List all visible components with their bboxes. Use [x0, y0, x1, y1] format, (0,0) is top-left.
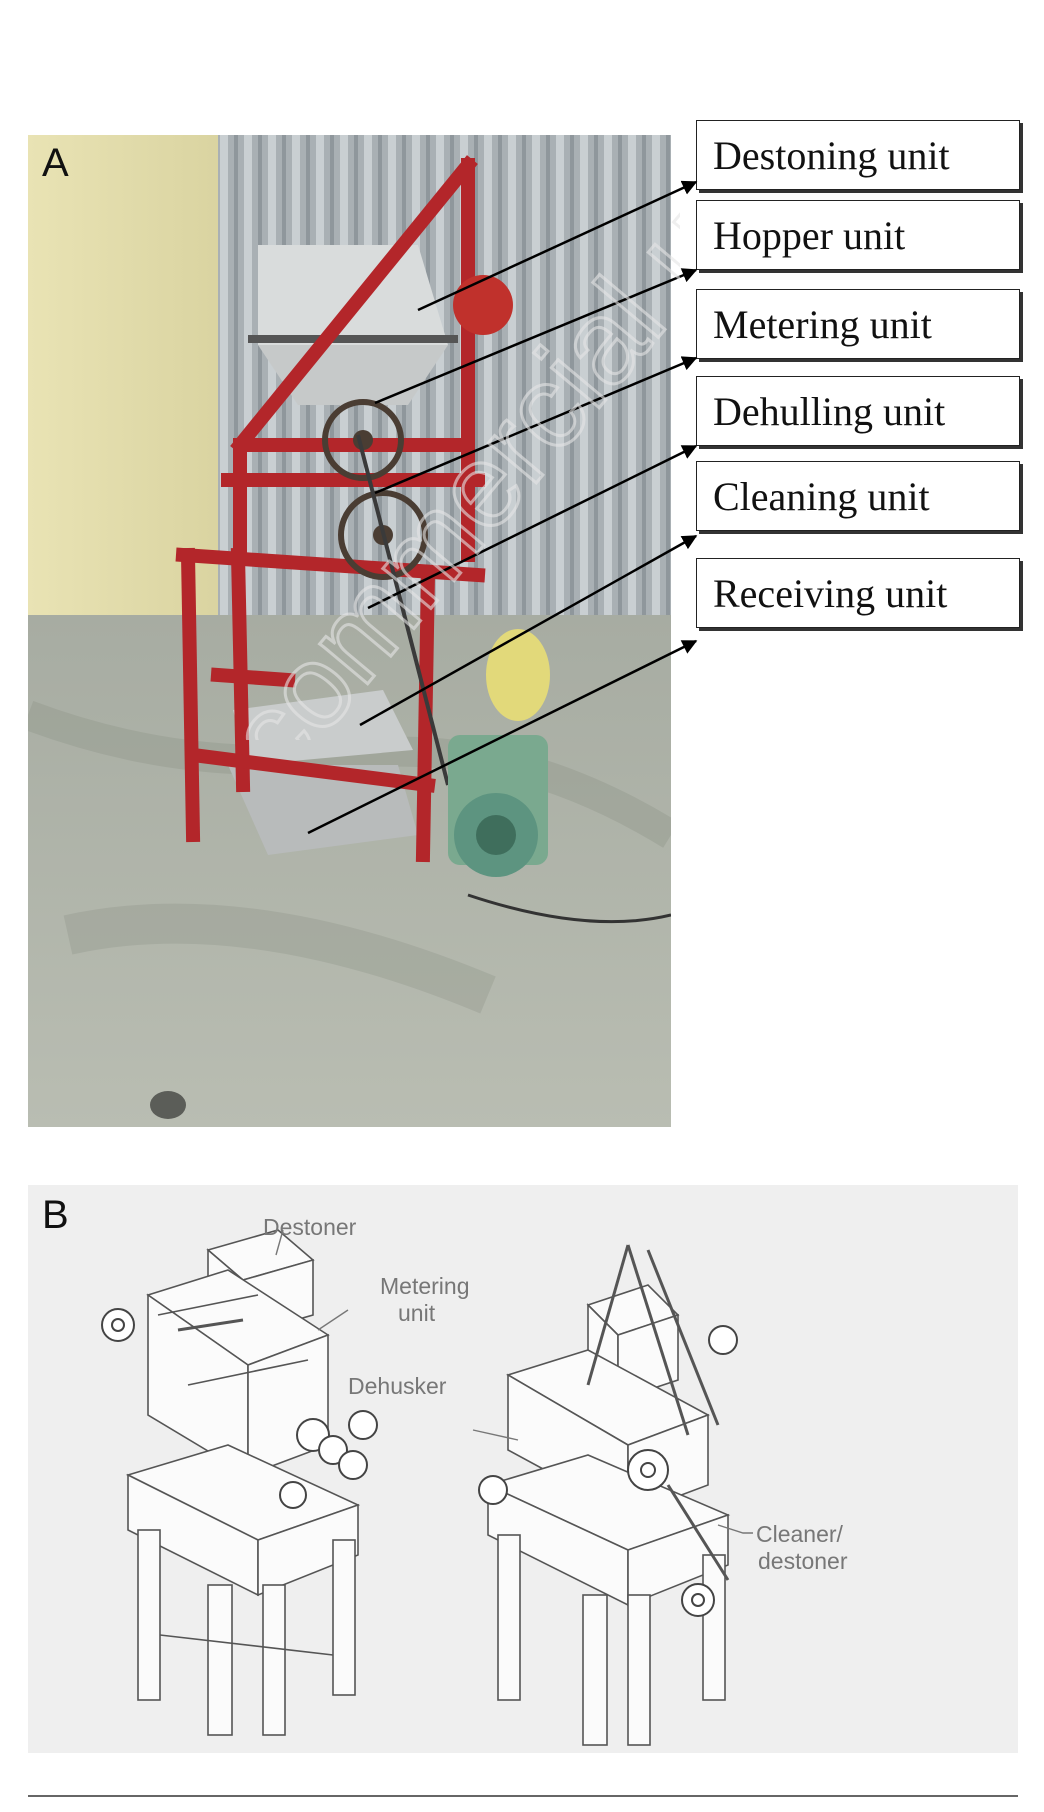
label-metering: Metering [380, 1273, 470, 1299]
label-cleaning-unit: Cleaning unit [696, 461, 1020, 531]
label-metering-unit-line2: unit [398, 1300, 436, 1326]
panel-b-letter: B [42, 1193, 69, 1237]
label-receiving-unit: Receiving unit [696, 558, 1020, 628]
label-cleaner-destoner-line2: destoner [758, 1548, 848, 1574]
panel-b: B Destoner Metering unit Dehusker Cleane… [28, 1185, 1018, 1753]
machine-line-drawing [28, 1185, 1018, 1753]
label-destoning-unit: Destoning unit [696, 120, 1020, 190]
label-metering-unit: Metering unit [696, 289, 1020, 359]
panel-a-letter: A [42, 141, 69, 185]
panel-a: A Destoning unit Hopper unit Metering un… [28, 120, 1020, 1127]
label-cleaner: Cleaner/ [756, 1521, 843, 1547]
label-hopper-unit: Hopper unit [696, 200, 1020, 270]
bottom-rule [28, 1795, 1018, 1797]
machine-photo [28, 135, 671, 1127]
label-dehusker: Dehusker [348, 1373, 447, 1399]
label-destoner: Destoner [263, 1214, 357, 1240]
label-dehulling-unit: Dehulling unit [696, 376, 1020, 446]
